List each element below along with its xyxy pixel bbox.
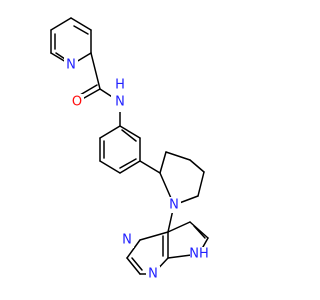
bond-line (189, 159, 205, 173)
bond-line (50, 17, 72, 31)
atom-label-amide-n: N (115, 95, 125, 110)
bond-line (99, 160, 121, 174)
bond-line (167, 221, 191, 233)
bond-line (139, 231, 169, 241)
bond-line (126, 239, 141, 259)
molecule-structure: N O H N N N N NH (50, 17, 209, 282)
atom-label-pyrimidine-n3: N (122, 233, 132, 248)
atom-label-piperidine-n: N (169, 198, 179, 213)
bond-line (119, 158, 137, 169)
bond-line (99, 125, 121, 139)
atom-label-pyridine-n: N (66, 58, 76, 73)
atom-label-pyrrole-n: NH (189, 247, 209, 262)
bond-line (119, 125, 141, 139)
atom-carbonyl-o: O (70, 94, 84, 110)
bond-line (131, 257, 143, 271)
bond-line (159, 151, 167, 174)
bond-line (197, 171, 205, 197)
atom-amide-nh: H N (111, 78, 129, 112)
bond-line (79, 84, 98, 96)
atom-pyrimidine-n3: N (120, 232, 134, 248)
bond-line (165, 151, 191, 161)
bond-lines (50, 17, 209, 275)
bond-line (121, 129, 137, 142)
bond-line (73, 25, 89, 35)
bond-line (119, 160, 141, 174)
bond-line (193, 225, 206, 239)
bond-line (90, 52, 101, 90)
atom-label-amide-h: H (115, 78, 125, 93)
atom-piperidine-n: N (167, 197, 181, 213)
bond-line (189, 221, 209, 239)
atom-pyrimidine-n1: N (146, 266, 160, 282)
atom-pyrrole-nh: NH (189, 247, 209, 276)
bond-line (139, 160, 161, 174)
atom-pyridine-n: N (64, 57, 78, 73)
atom-label-pyrimidine-n1: N (148, 267, 158, 282)
atom-label-carbonyl-o: O (72, 95, 82, 110)
bond-line (70, 17, 92, 31)
bond-line (126, 257, 141, 275)
